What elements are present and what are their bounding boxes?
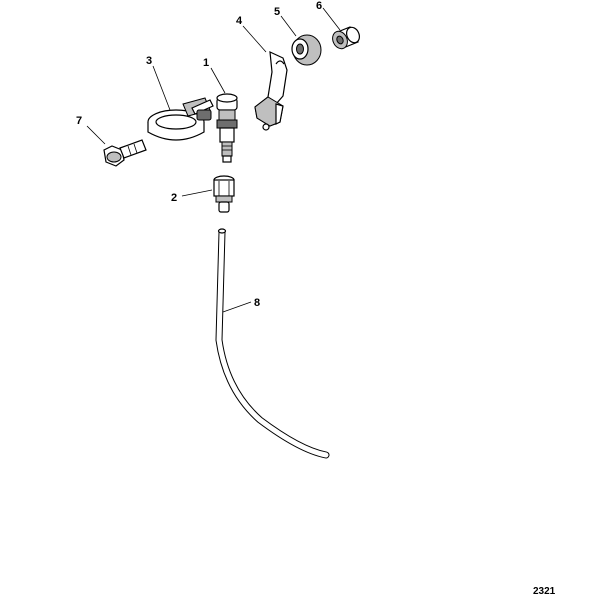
leader-7 bbox=[86, 125, 106, 145]
callout-4: 4 bbox=[236, 15, 243, 27]
part-7-screw bbox=[103, 139, 147, 167]
callout-3: 3 bbox=[146, 55, 152, 67]
figure-number: 2321 bbox=[533, 586, 556, 597]
callout-1: 1 bbox=[203, 57, 209, 69]
leader-2 bbox=[181, 189, 213, 197]
leader-5 bbox=[280, 15, 297, 37]
part-4-bracket bbox=[254, 51, 288, 131]
leader-3 bbox=[152, 65, 171, 111]
part-1-fitting bbox=[216, 93, 238, 163]
callout-2: 2 bbox=[171, 192, 177, 204]
callout-6: 6 bbox=[316, 0, 322, 12]
callout-7: 7 bbox=[76, 115, 82, 127]
leader-1 bbox=[210, 67, 226, 94]
leader-4 bbox=[242, 25, 267, 53]
part-5-grommet bbox=[291, 34, 322, 66]
part-8-tube bbox=[215, 228, 330, 459]
leader-8 bbox=[222, 301, 252, 313]
callout-8: 8 bbox=[254, 297, 260, 309]
leader-6 bbox=[322, 7, 341, 31]
part-2-adapter bbox=[213, 175, 235, 213]
callout-5: 5 bbox=[274, 6, 280, 18]
part-3-hose-clamp bbox=[147, 97, 214, 141]
part-6-bushing bbox=[332, 26, 361, 50]
